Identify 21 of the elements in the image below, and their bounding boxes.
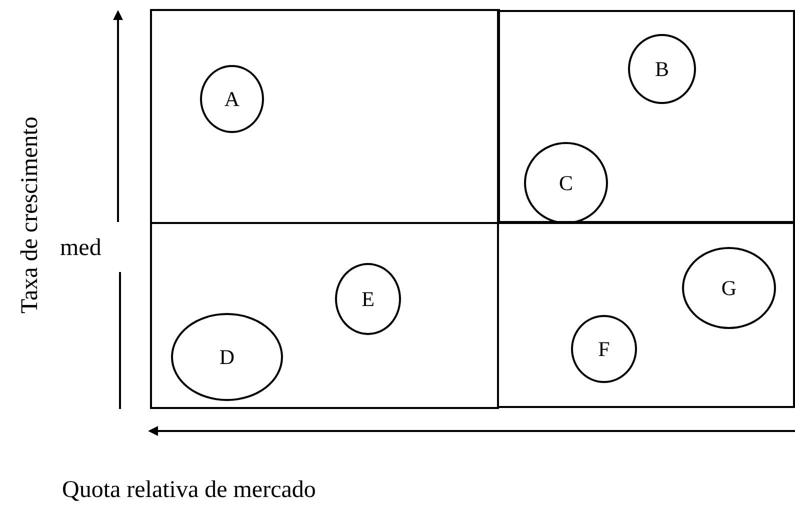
quadrant-box [150,9,500,224]
bubble-label: B [654,58,669,80]
bubble-label: A [224,88,240,110]
axis-title: Quota relativa de mercado [62,478,316,502]
bubble-label: F [598,338,610,360]
bubble-label: G [721,278,737,298]
bubble [682,247,776,329]
quadrant-box [150,222,499,409]
bubble [335,263,401,335]
quadrant-box [497,222,795,408]
bubble [200,65,264,133]
bubble [628,34,696,104]
quadrant-box [497,10,795,223]
bubble [171,313,283,401]
bubble-label: E [362,288,374,310]
bubble-label: D [219,346,235,368]
bubble-label: C [558,172,573,194]
bubble [524,142,608,224]
bubble [571,315,637,383]
axis-tick-label: med [60,236,102,260]
axis-title: Taxa de crescimento [18,116,42,316]
